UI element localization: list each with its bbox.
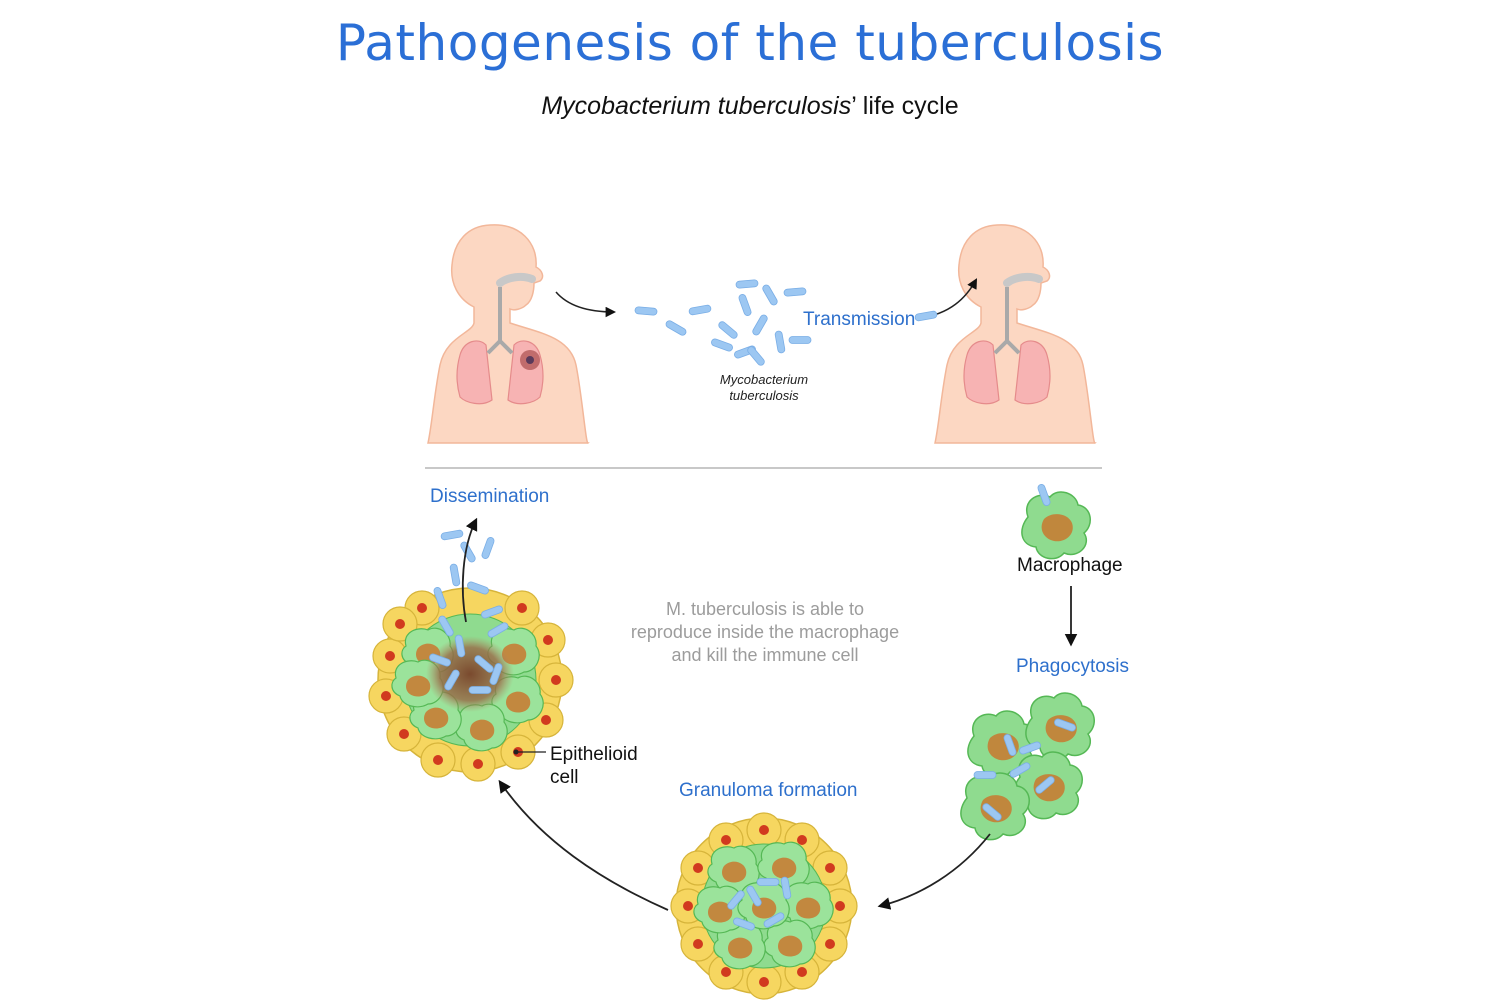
transmission-label: Transmission bbox=[803, 309, 916, 330]
note-line1: M. tuberculosis is able to bbox=[665, 599, 865, 619]
arrow-icon bbox=[498, 779, 669, 911]
granuloma-icon bbox=[670, 812, 858, 1000]
granuloma-formation-label: Granuloma formation bbox=[679, 780, 858, 801]
exposed-person-icon bbox=[935, 225, 1095, 443]
epithelioid-cell-label: Epithelioid cell bbox=[550, 743, 638, 789]
infected-person-icon bbox=[428, 225, 588, 443]
bacteria-label: Mycobacterium tuberculosis bbox=[704, 372, 824, 404]
macrophage-label: Macrophage bbox=[1017, 555, 1123, 576]
page-title: Pathogenesis of the tuberculosis bbox=[335, 14, 1165, 72]
note-line2: reproduce inside the macrophage bbox=[630, 622, 900, 642]
macrophage-icon bbox=[1021, 483, 1091, 560]
dissemination-arrow-icon bbox=[461, 517, 478, 623]
exhale-arrow-icon bbox=[555, 291, 617, 318]
epithelioid-label-line2: cell bbox=[550, 767, 579, 788]
note-line3: and kill the immune cell bbox=[671, 645, 859, 665]
reproduction-note: M. tuberculosis is able to reproduce ins… bbox=[605, 598, 925, 667]
bacteria-label-line2: tuberculosis bbox=[729, 388, 799, 403]
page-subtitle: Mycobacterium tuberculosis’ life cycle bbox=[0, 92, 1500, 121]
arrow-icon bbox=[877, 833, 991, 910]
epithelioid-label-line1: Epithelioid bbox=[550, 744, 638, 765]
dissemination-label: Dissemination bbox=[430, 486, 550, 507]
phagocytosis-cluster-icon bbox=[960, 692, 1095, 841]
subtitle-italic: Mycobacterium tuberculosis bbox=[541, 92, 852, 120]
phagocytosis-label: Phagocytosis bbox=[1016, 656, 1130, 677]
bacteria-label-line1: Mycobacterium bbox=[719, 372, 809, 387]
caseating-granuloma-icon bbox=[368, 587, 574, 782]
subtitle-rest: ’ life cycle bbox=[851, 92, 959, 120]
